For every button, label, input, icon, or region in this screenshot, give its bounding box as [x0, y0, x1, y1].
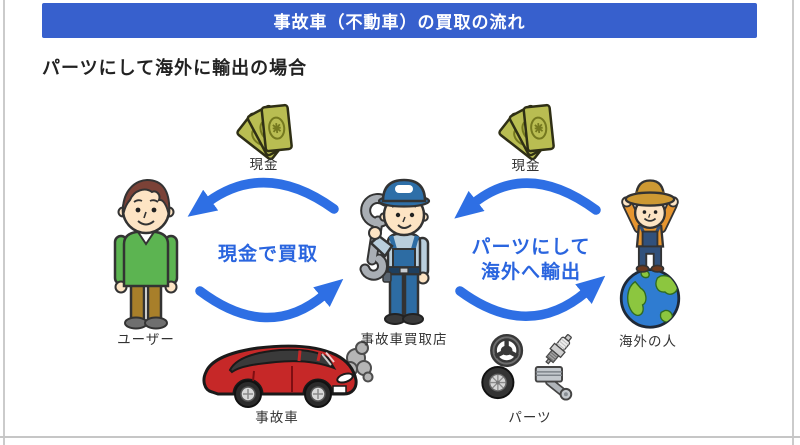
car-label: 事故車	[255, 410, 299, 425]
arrow-parts-to-overseas-icon	[455, 275, 606, 321]
globe-icon	[619, 268, 681, 329]
piston-icon	[534, 366, 573, 401]
overseas-label: 海外の人	[619, 334, 677, 349]
page-border-right	[792, 0, 794, 445]
arrow-cash-to-user-icon	[187, 177, 339, 217]
wrecked-car-icon	[202, 341, 374, 408]
user-character	[113, 178, 179, 330]
cash-right-icon	[498, 103, 555, 161]
wheel-icon	[234, 380, 332, 408]
page-border-bottom	[0, 436, 800, 438]
cash-left-icon	[236, 103, 293, 161]
steering-wheel-icon	[490, 333, 524, 367]
flow-right-text-line1: パーツにして	[471, 237, 591, 258]
cash-right-label: 現金	[511, 158, 541, 173]
user-label: ユーザー	[117, 332, 175, 347]
shop-label: 事故車買取店	[360, 332, 448, 347]
smoke-icon	[342, 341, 374, 383]
page-border-left	[3, 0, 5, 445]
cash-left-label: 現金	[249, 157, 279, 172]
flow-right-text: パーツにして 海外へ輸出	[471, 235, 590, 285]
arrow-car-to-shop-icon	[195, 278, 344, 323]
flow-right-text-line2: 海外へ輸出	[480, 262, 581, 283]
parts-label: パーツ	[508, 410, 552, 425]
tire-icon	[481, 366, 515, 400]
spark-plug-icon	[545, 334, 572, 365]
overseas-person-character	[619, 179, 681, 329]
section-subtitle: パーツにして海外に輸出の場合	[42, 58, 308, 78]
title-banner: 事故車（不動車）の買取の流れ	[42, 3, 757, 38]
flow-left-text: 現金で買取	[217, 244, 319, 265]
mechanic-character	[359, 178, 431, 325]
page-title: 事故車（不動車）の買取の流れ	[273, 13, 526, 32]
arrow-cash-to-shop-icon	[454, 178, 601, 219]
car-parts-icon	[481, 333, 573, 401]
